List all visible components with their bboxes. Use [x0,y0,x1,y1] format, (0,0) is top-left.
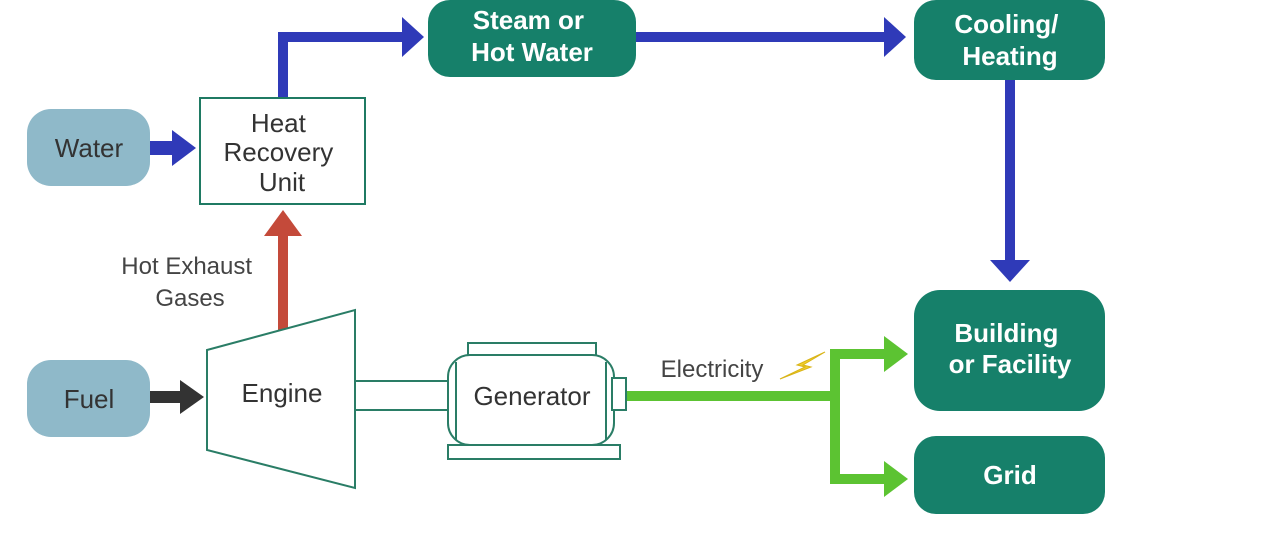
node-generator: Generator [447,342,627,460]
svg-text:Generator: Generator [473,381,590,411]
node-grid: Grid [914,436,1105,514]
node-engine: Engine [206,308,356,490]
edge-heat-recovery-to-steam [278,17,424,98]
edge-fuel-to-engine [150,380,204,414]
node-building-or-facility: Building or Facility [914,290,1105,411]
svg-text:Fuel: Fuel [64,384,115,414]
svg-text:Grid: Grid [983,460,1036,490]
node-heat-recovery-unit: Heat Recovery Unit [199,97,366,205]
edge-engine-to-heat-recovery [264,210,302,330]
svg-text:Building or Facility: Building or Facility [949,318,1072,379]
node-cooling-heating: Cooling/ Heating [914,0,1105,80]
svg-text:Heat Recovery Unit: Heat Recovery Unit [223,108,340,197]
svg-text:Cooling/ Heating: Cooling/ Heating [954,9,1065,71]
edge-cooling-to-building [990,80,1030,282]
svg-text:Steam or Hot Water: Steam or Hot Water [471,5,593,67]
svg-text:Water: Water [55,133,124,163]
svg-text:Engine: Engine [242,378,323,408]
node-fuel: Fuel [27,360,150,437]
node-water: Water [27,109,150,186]
edge-generator-to-building-and-grid [626,336,908,497]
label-electricity: Electricity [661,356,764,383]
shaft-engine-to-generator [355,380,448,411]
lightning-bolt-icon [779,351,826,380]
node-steam-or-hot-water: Steam or Hot Water [428,0,636,77]
label-hot-exhaust-gases: Hot Exhaust Gases [121,253,258,312]
edge-water-to-heat-recovery [150,130,196,166]
edge-steam-to-cooling [636,17,906,57]
